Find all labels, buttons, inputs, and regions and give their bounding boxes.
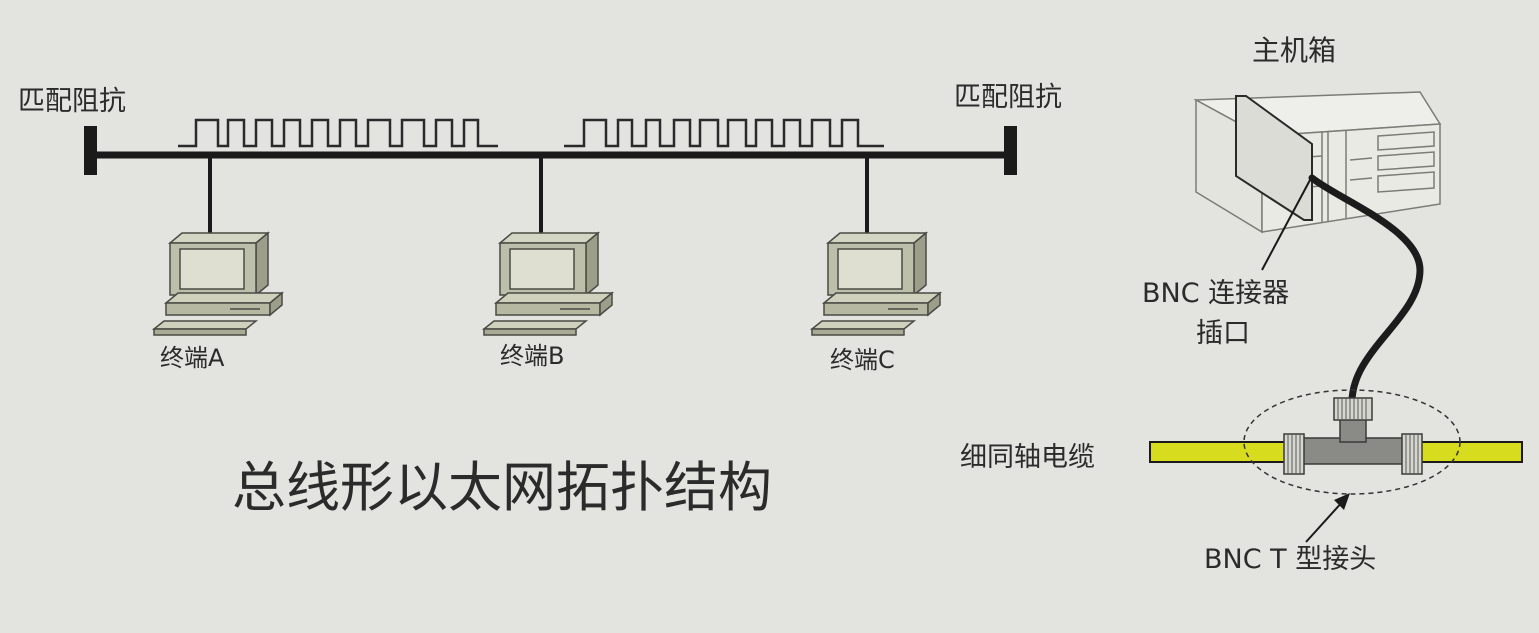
coax-cable-label: 细同轴电缆 bbox=[960, 442, 1095, 473]
bnc-port-pointer bbox=[1261, 179, 1311, 271]
drop-cable bbox=[1308, 174, 1424, 406]
t-connector-pointer bbox=[1305, 493, 1350, 543]
computer-terminal-icon bbox=[153, 232, 283, 336]
signal-waveform-left bbox=[178, 118, 498, 148]
host-chassis-icon bbox=[1193, 91, 1442, 234]
terminal-b-label: 终端B bbox=[500, 342, 564, 370]
host-label: 主机箱 bbox=[1252, 34, 1336, 67]
t-connector-highlight bbox=[1243, 389, 1461, 495]
bnc-port-label-line1: BNC 连接器 bbox=[1142, 278, 1289, 309]
bnc-t-connector-icon bbox=[1283, 397, 1423, 475]
terminator-right-icon bbox=[1004, 126, 1017, 175]
signal-waveform-right bbox=[564, 118, 884, 148]
diagram-title: 总线形以太网拓扑结构 bbox=[232, 456, 772, 519]
t-connector-label: BNC T 型接头 bbox=[1204, 544, 1376, 575]
terminator-right-label: 匹配阻抗 bbox=[954, 82, 1062, 113]
computer-terminal-icon bbox=[811, 232, 941, 336]
computer-terminal-icon bbox=[483, 232, 613, 336]
terminator-left-icon bbox=[84, 126, 97, 175]
terminator-left-label: 匹配阻抗 bbox=[18, 86, 126, 117]
bnc-port-label-line2: 插口 bbox=[1196, 318, 1250, 349]
terminal-c-label: 终端C bbox=[830, 346, 895, 374]
terminal-a-label: 终端A bbox=[160, 344, 225, 372]
